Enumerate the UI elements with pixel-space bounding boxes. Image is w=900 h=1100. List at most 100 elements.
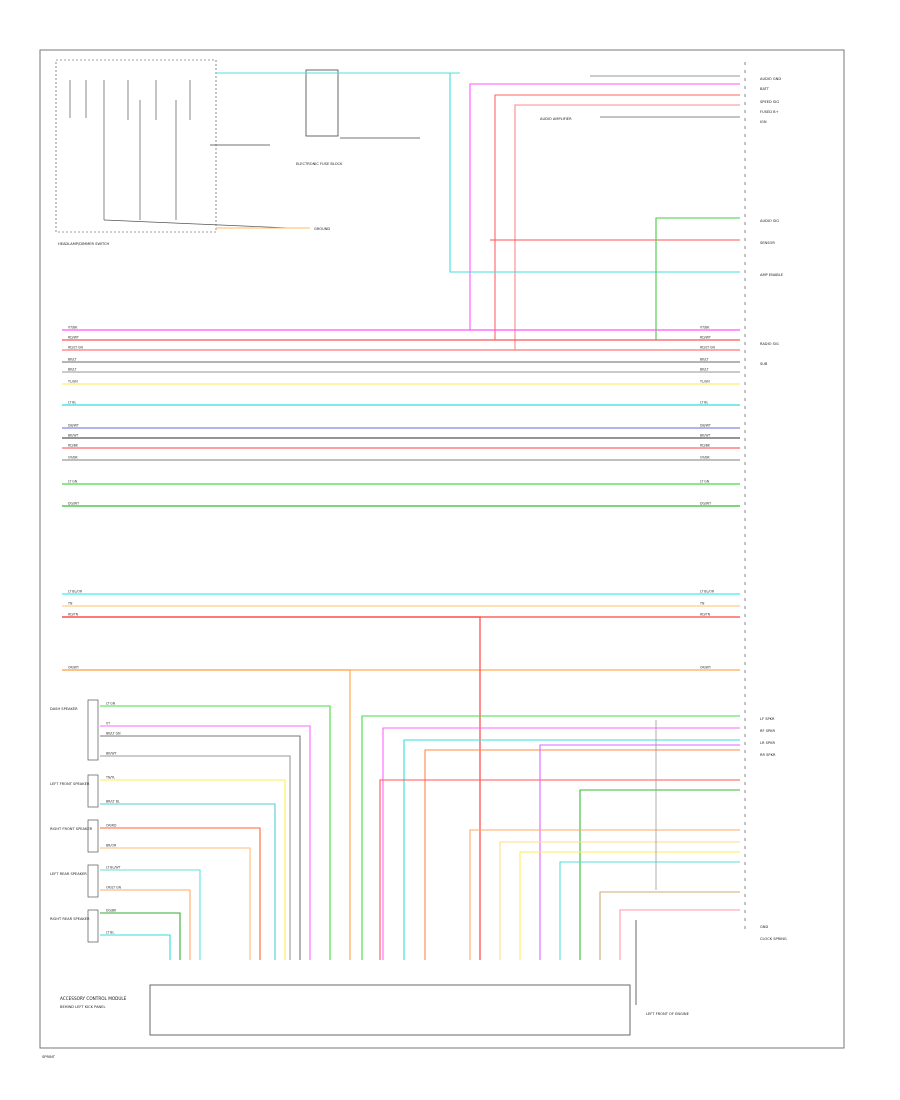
left-wire-label-right: TN [699, 602, 705, 606]
speaker-wire [100, 725, 311, 960]
left-wire-label: VT/BK [68, 326, 78, 330]
left-wire-label: RD/TN [68, 613, 79, 617]
speaker-connector [87, 774, 99, 808]
left-wire-label-right: BK/LT [700, 358, 709, 362]
speaker-connector [87, 909, 99, 943]
left-wire-label-right: RD/LT GN [700, 346, 716, 350]
headlamp-switch-box [55, 59, 217, 233]
left-wire-label: BK/LT [68, 358, 77, 362]
right-connector-label: SPEED SIG [760, 100, 779, 104]
right-connector-label: LF SPKR [760, 717, 775, 721]
right-connector-label: FUSED B+ [760, 110, 779, 114]
left-wire-label: LT GN [68, 480, 78, 484]
speaker-label: LEFT FRONT SPEAKER [50, 782, 90, 786]
speaker-label: RIGHT FRONT SPEAKER [50, 827, 93, 831]
left-wire-label-right: BK/LT [700, 368, 709, 372]
left-wire-label-right: LT GN [700, 480, 710, 484]
speaker-label: RIGHT REAR SPEAKER [50, 917, 90, 921]
left-wire-label: BK/WT [68, 434, 79, 438]
left-wire-bundle: VT/BK VT/BK RD/WT RD/WT RD/LT GN RD/LT GN BK/L… [62, 326, 740, 960]
speaker-wire [100, 735, 301, 960]
right-connector-label: RADIO SIG [760, 342, 779, 346]
speaker-wire-label: BK/LT GN [106, 732, 121, 736]
speaker-wire-label: OR/LT GN [106, 886, 122, 890]
speaker-wire-bundle: LT GN VT BK/LT GN BK/WT TN/YL BR/LT BL OR/RD BR… [100, 702, 331, 960]
footer-label: SPRINT [42, 1055, 56, 1059]
fuse-block-label: ELECTRONIC FUSE BLOCK [296, 162, 343, 166]
speaker-connector [87, 864, 99, 898]
left-wire-label-right: DG/WT [700, 502, 711, 506]
speaker-wire-label: DG/BK [106, 909, 117, 913]
left-wire-label-right: YL/GN [700, 380, 710, 384]
speaker-group: DASH SPEAKER LEFT FRONT SPEAKER RIGHT FRON… [50, 699, 99, 943]
left-wire-label: OR/WT [68, 666, 79, 670]
clock-spring-label: CLOCK SPRING [760, 937, 787, 941]
speaker-wire-label: TN/YL [105, 776, 115, 780]
speaker-wire [100, 755, 291, 960]
left-wire-label: LT BL/OR [68, 590, 83, 594]
right-connector-label: RF SPKR [760, 729, 776, 733]
speaker-connector [87, 819, 99, 853]
speaker-wire [100, 847, 251, 960]
lower-right-wires [361, 715, 740, 960]
speaker-wire-label: OR/RD [106, 824, 117, 828]
ground-g1-label: GROUND [314, 227, 330, 231]
left-wire-label: RD/WT [68, 336, 79, 340]
left-wire-label: LT BL [68, 401, 76, 405]
right-connector-label: GND [760, 925, 768, 929]
speaker-wire [100, 869, 201, 960]
speaker-wire [100, 803, 276, 960]
left-wire-label: YL/GN [68, 380, 78, 384]
left-wire-label-right: RD/TN [700, 613, 711, 617]
speaker-wire-label: VT [106, 722, 110, 726]
left-wire-label: DB/WT [68, 424, 79, 428]
diagram-frame [39, 49, 845, 1049]
speaker-wire [100, 912, 181, 960]
headlamp-switch-label: HEADLAMP/DIMMER SWITCH [58, 242, 110, 246]
left-wire-label-right: BK/WT [700, 434, 711, 438]
speaker-connector [87, 699, 99, 761]
speaker-wire [100, 779, 286, 960]
left-wire-label-right: VT/BK [700, 326, 710, 330]
module-drop-wire [62, 616, 481, 960]
speaker-label: LEFT REAR SPEAKER [50, 872, 87, 876]
speaker-wire-label: BK/WT [106, 752, 117, 756]
speaker-wire-label: BR/LT BL [106, 800, 120, 804]
module-drop-wire [62, 669, 351, 960]
speaker-wire [100, 889, 191, 960]
top-right-wires [449, 73, 740, 350]
headlamp-switch-contacts [69, 80, 291, 229]
left-wire-label: RD/BK [68, 444, 79, 448]
speaker-wire-label: BR/OR [106, 844, 117, 848]
left-wire-label-right: RD/BK [700, 444, 711, 448]
speaker-wire [100, 827, 261, 960]
left-wire-label-right: DB/WT [700, 424, 711, 428]
speaker-label: DASH SPEAKER [50, 707, 78, 711]
left-wire-label: BK/LT [68, 368, 77, 372]
speaker-wire [100, 934, 171, 960]
left-wire-label: DG/WT [68, 502, 79, 506]
left-wire-label-right: OR/WT [700, 666, 711, 670]
speaker-wire-label: LT BL/WT [106, 866, 120, 870]
speaker-wire-label: LT GN [106, 702, 116, 706]
right-connector-label: SENSOR [760, 241, 775, 245]
left-wire-label-right: GY/BK [700, 456, 711, 460]
right-connector-label: AUDIO GND [760, 77, 781, 81]
right-connector-label: AUDIO SIG [760, 219, 779, 223]
left-wire-label: RD/LT GN [68, 346, 84, 350]
left-wire-label-right: RD/WT [700, 336, 711, 340]
audio-amp-label: AUDIO AMPLIFIER [540, 117, 572, 121]
right-connector-label: AMP ENABLE [760, 273, 784, 277]
module-box [149, 984, 631, 1036]
right-connector-label: RR SPKR [760, 753, 776, 757]
right-connector-label: SUB [760, 362, 768, 366]
left-wire-label: TN [67, 602, 73, 606]
right-connector-label: LR SPKR [760, 741, 775, 745]
module-sub-label: BEHIND LEFT KICK PANEL [60, 1005, 106, 1009]
speaker-wire-label: LT BL [106, 931, 114, 935]
fuse-block-box [305, 69, 339, 137]
module-label: ACCESSORY CONTROL MODULE [60, 996, 127, 1001]
right-connector-label: IGN [760, 120, 767, 124]
